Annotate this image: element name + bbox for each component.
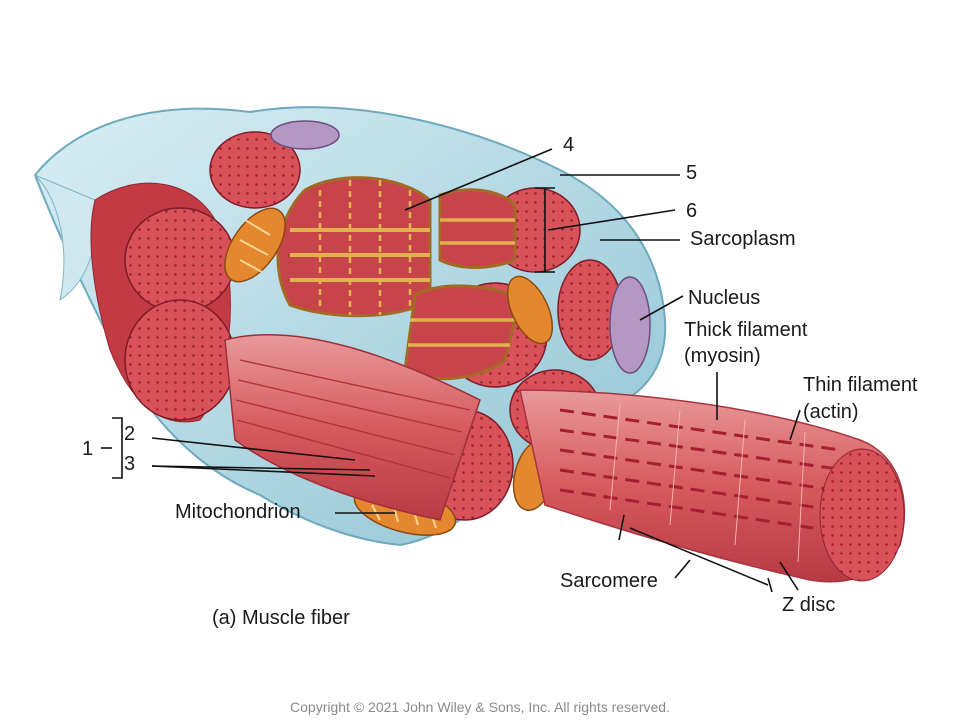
myofibril-cross-section	[124, 207, 236, 313]
labels: 1 2 3 4 5 6 Sarcoplasm Nucleus Thick fil…	[82, 134, 918, 629]
nucleus	[609, 276, 651, 374]
label-3: 3	[124, 453, 135, 475]
label-6: 6	[686, 200, 697, 222]
label-thick-filament: Thick filament	[684, 319, 808, 341]
label-4: 4	[563, 134, 574, 156]
label-5: 5	[686, 162, 697, 184]
copyright-notice: Copyright © 2021 John Wiley & Sons, Inc.…	[290, 699, 670, 715]
label-thin-filament-sub: (actin)	[803, 401, 859, 423]
mitochondrion	[506, 275, 554, 345]
label-mitochondrion: Mitochondrion	[175, 501, 301, 523]
myofibril-cross-section	[209, 131, 301, 209]
leader-lines	[101, 148, 801, 593]
mitochondrion	[224, 207, 286, 283]
label-nucleus: Nucleus	[688, 287, 760, 309]
label-thin-filament: Thin filament	[803, 374, 918, 396]
exposed-myofibril	[224, 333, 481, 521]
figure-caption: (a) Muscle fiber	[212, 607, 350, 629]
label-z-disc: Z disc	[782, 594, 835, 616]
myofibril-end	[819, 448, 905, 582]
label-sarcomere: Sarcomere	[560, 570, 658, 592]
nucleus	[270, 120, 340, 150]
myofibril-cross-section	[124, 299, 236, 421]
label-1: 1	[82, 438, 93, 460]
label-sarcoplasm: Sarcoplasm	[690, 228, 796, 250]
myofibril-extension	[519, 389, 906, 583]
label-thick-filament-sub: (myosin)	[684, 345, 761, 367]
label-2: 2	[124, 423, 135, 445]
